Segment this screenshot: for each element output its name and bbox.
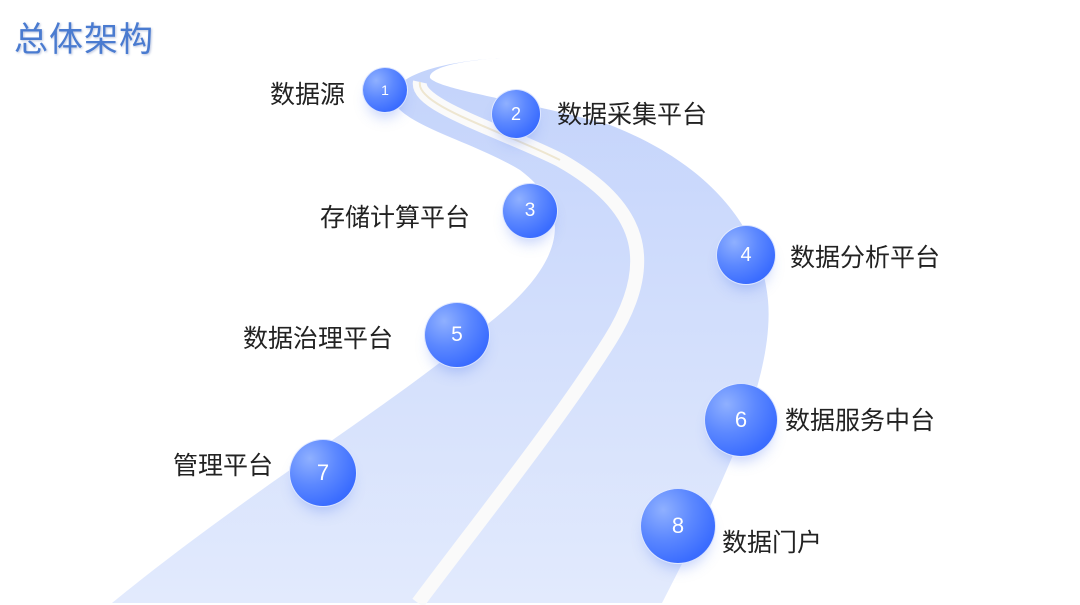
step-8-marker: 8 [640, 488, 716, 564]
step-7-marker: 7 [289, 439, 357, 507]
step-6-marker: 6 [704, 383, 778, 457]
step-7-label: 管理平台 [172, 451, 273, 480]
step-5-marker: 5 [424, 302, 490, 368]
step-3-marker: 3 [502, 183, 558, 239]
step-4-marker: 4 [716, 225, 776, 285]
step-5-label: 数据治理平台 [242, 324, 393, 353]
page-title: 总体架构 [14, 20, 154, 60]
step-8-label: 数据门户 [722, 528, 823, 557]
step-2-marker: 2 [491, 89, 541, 139]
step-4-label: 数据分析平台 [790, 243, 941, 272]
step-1-label: 数据源 [269, 80, 345, 109]
step-6-label: 数据服务中台 [785, 406, 936, 435]
step-1-marker: 1 [362, 67, 408, 113]
step-3-label: 存储计算平台 [319, 203, 470, 232]
step-2-label: 数据采集平台 [557, 100, 708, 129]
